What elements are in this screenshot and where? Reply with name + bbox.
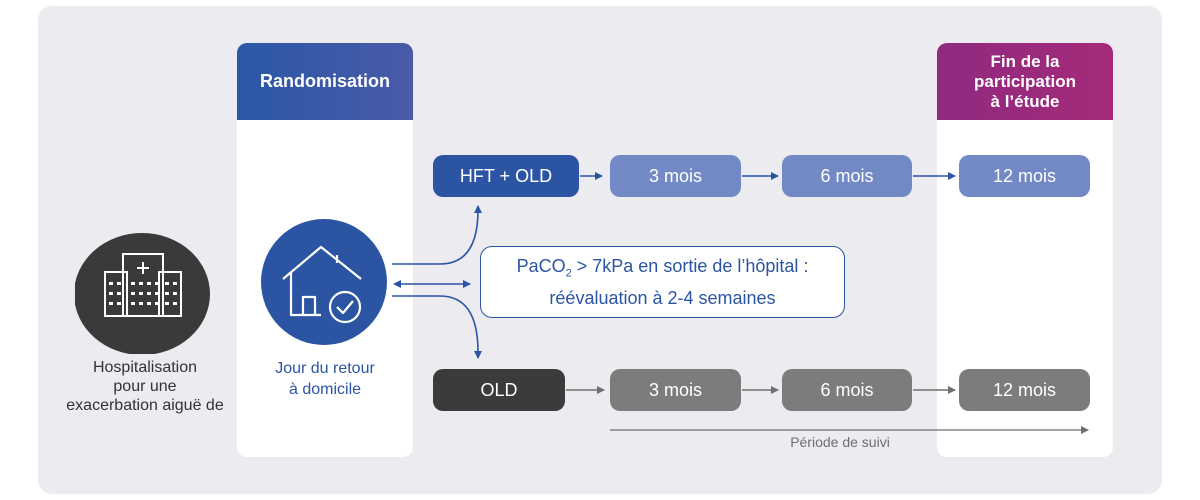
note-line-1-sub: 2	[565, 267, 572, 280]
old-step-6-months: 6 mois	[782, 369, 912, 411]
hft-step-3-months: 3 mois	[610, 155, 741, 197]
randomisation-title: Randomisation	[259, 71, 390, 91]
randomisation-caption-line-1: Jour du retour	[275, 360, 375, 377]
followup-label: Période de suivi	[790, 434, 890, 450]
old-label: OLD	[480, 379, 518, 400]
old-step-12-label: 12 mois	[992, 379, 1057, 400]
randomisation-caption-line-2: à domicile	[288, 381, 362, 398]
old-step-12-months: 12 mois	[959, 369, 1090, 411]
old-step-3-months: 3 mois	[610, 369, 741, 411]
hospital-label-line-3: exacerbation aiguë de	[66, 397, 224, 414]
hft-step-6-months: 6 mois	[782, 155, 912, 197]
randomisation-header: Randomisation	[237, 43, 413, 120]
hospital-label-line-2: pour une	[113, 378, 177, 395]
note-line-1-pre: PaCO	[516, 256, 566, 277]
hft-step-12-months: 12 mois	[959, 155, 1090, 197]
hft-old-label: HFT + OLD	[459, 165, 553, 186]
arrow-to-old	[392, 295, 482, 359]
old-step-3-label: 3 mois	[648, 379, 702, 400]
hft-step-6-label: 6 mois	[820, 165, 874, 186]
paco2-note-box: PaCO2 > 7kPa en sortie de l’hôpital : ré…	[480, 246, 845, 318]
end-title-line-2: participation	[973, 71, 1076, 91]
old-box: OLD	[433, 369, 565, 411]
note-line-1-post: > 7kPa en sortie de l’hôpital :	[571, 256, 809, 277]
end-title-line-3: à l’étude	[990, 91, 1060, 111]
randomisation-caption: Jour du retour à domicile	[237, 358, 413, 400]
note-line-1: PaCO2 > 7kPa en sortie de l’hôpital :	[481, 254, 844, 286]
hft-step-12-label: 12 mois	[992, 165, 1057, 186]
end-title-line-1: Fin de la	[990, 51, 1060, 71]
end-header: Fin de la participation à l’étude	[937, 43, 1113, 120]
note-line-2: réévaluation à 2-4 semaines	[549, 287, 776, 308]
hospital-label: Hospitalisation pour une exacerbation ai…	[50, 358, 240, 415]
hospital-icon	[74, 232, 213, 355]
hft-step-3-label: 3 mois	[648, 165, 702, 186]
home-check-icon	[257, 217, 393, 347]
hospital-label-line-1: Hospitalisation	[92, 359, 198, 376]
hft-old-box: HFT + OLD	[433, 155, 579, 197]
arrow-to-hft	[392, 205, 482, 265]
old-step-6-label: 6 mois	[820, 379, 874, 400]
